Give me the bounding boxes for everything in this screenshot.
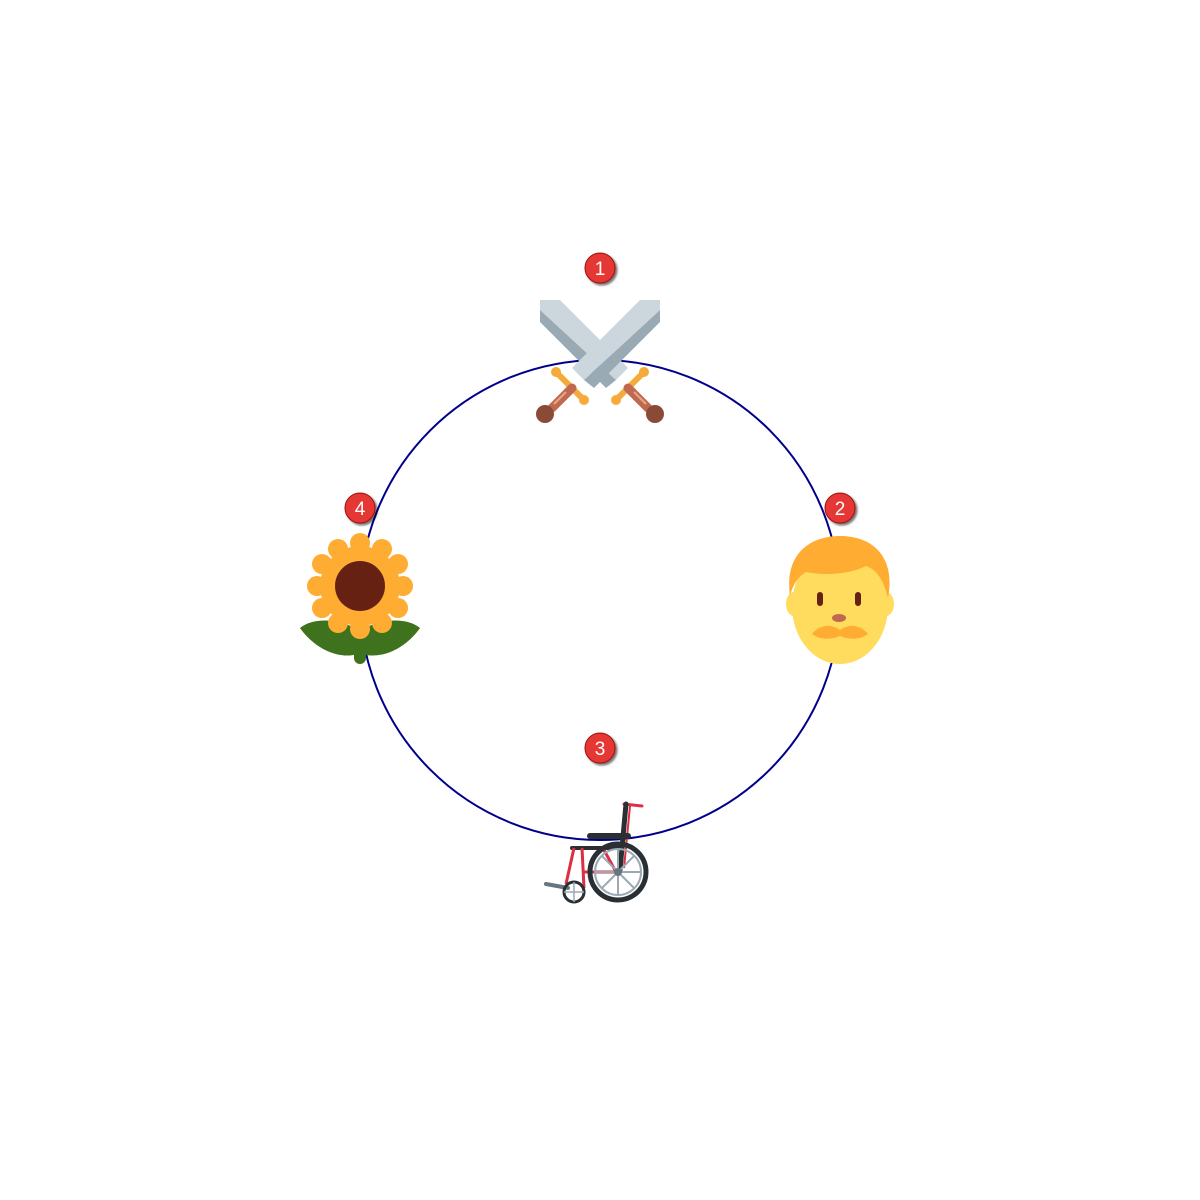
cycle-ring [359, 359, 841, 841]
step-badge-3: 3 [584, 732, 616, 764]
man-face-icon [786, 536, 894, 664]
step-number: 1 [595, 259, 606, 280]
step-badge-4: 4 [344, 492, 376, 524]
step-badge-2: 2 [824, 492, 856, 524]
wheelchair-icon [544, 801, 649, 904]
crossed-swords-icon [536, 300, 664, 423]
step-badge-1: 1 [584, 252, 616, 284]
step-number: 2 [835, 499, 846, 520]
sunflower-icon [300, 533, 420, 664]
step-number: 4 [355, 499, 366, 520]
step-number: 3 [595, 739, 606, 760]
